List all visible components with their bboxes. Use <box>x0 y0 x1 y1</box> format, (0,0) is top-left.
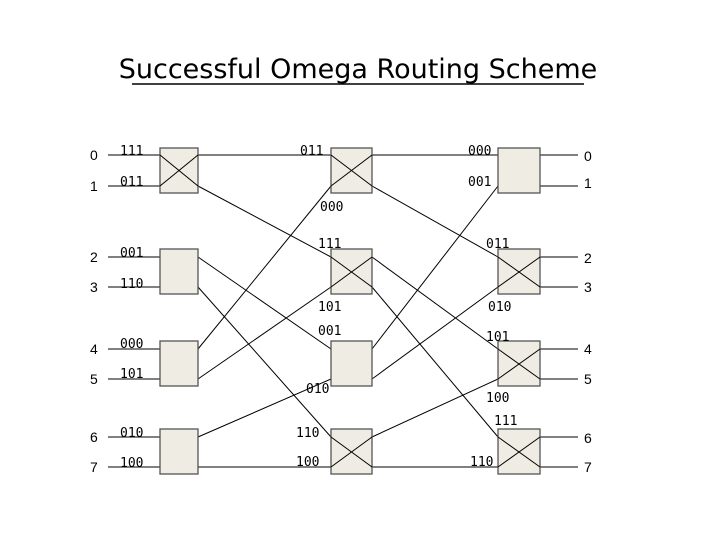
shuffle-1-wire-5 <box>197 286 332 380</box>
stage3-switch-0 <box>497 147 541 194</box>
input-port-4: 4 <box>90 341 98 357</box>
input-port-0: 0 <box>90 147 98 163</box>
stage1-switch-2-box <box>159 340 199 387</box>
switch-boxes <box>159 147 541 475</box>
shuffle-2-wire-4 <box>371 185 499 350</box>
stage3-switch-2-cross-b <box>497 348 541 380</box>
stage3-switch-3-cross-b <box>497 436 541 468</box>
input-port-labels: 0 1 2 3 4 5 6 7 <box>90 147 98 475</box>
output-port-3: 3 <box>584 279 592 295</box>
stage1-switch-0-cross-b <box>159 154 199 187</box>
output-port-4: 4 <box>584 341 592 357</box>
stage3-switch-1-cross-b <box>497 256 541 288</box>
shuffle-2-wire-5 <box>371 286 499 380</box>
output-port-2: 2 <box>584 250 592 266</box>
stage3-address-2: 011 <box>486 237 509 252</box>
stage3-address-3: 010 <box>488 300 511 315</box>
stage3-address-4: 101 <box>486 330 509 345</box>
shuffle-wires <box>108 154 578 468</box>
stage2-address-2: 111 <box>318 237 341 252</box>
shuffle-2-wire-1 <box>371 185 499 258</box>
page-title: Successful Omega Routing Scheme <box>119 54 598 85</box>
stage1-switch-1 <box>159 248 199 295</box>
output-port-6: 6 <box>584 430 592 446</box>
stage3-address-1: 001 <box>468 175 491 190</box>
input-address-5: 101 <box>120 367 143 382</box>
input-address-labels: 111 011 001 110 000 101 010 100 <box>120 144 143 471</box>
input-port-2: 2 <box>90 249 98 265</box>
stage3-address-0: 000 <box>468 144 491 159</box>
stage2-switch-2 <box>330 340 373 387</box>
output-port-0: 0 <box>584 148 592 164</box>
stage3-switch-3 <box>497 428 541 475</box>
stage2-address-4: 001 <box>318 324 341 339</box>
input-port-7: 7 <box>90 459 98 475</box>
shuffle-2-wire-6 <box>371 378 499 438</box>
stage2-address-5: 010 <box>306 382 329 397</box>
stage3-address-7: 110 <box>470 455 493 470</box>
input-port-3: 3 <box>90 279 98 295</box>
stage2-address-labels: 011 000 111 101 001 010 110 100 <box>296 144 343 470</box>
stage3-switch-2 <box>497 340 541 387</box>
stage2-switch-1-cross-b <box>330 256 373 288</box>
stage2-switch-2-box <box>330 340 373 387</box>
output-port-5: 5 <box>584 371 592 387</box>
stage2-switch-3-cross-b <box>330 436 373 468</box>
stage2-switch-0-cross-b <box>330 154 373 187</box>
input-address-4: 000 <box>120 337 143 352</box>
shuffle-1-wire-4 <box>197 185 332 350</box>
stage1-switch-0 <box>159 147 199 194</box>
shuffle-1-wire-3 <box>197 286 332 438</box>
input-address-7: 100 <box>120 456 143 471</box>
stage2-address-6: 110 <box>296 426 319 441</box>
stage2-switch-1 <box>330 248 373 295</box>
stage3-address-5: 100 <box>486 391 509 406</box>
input-port-1: 1 <box>90 178 98 194</box>
stage2-address-3: 101 <box>318 300 341 315</box>
output-port-7: 7 <box>584 459 592 475</box>
shuffle-2-wire-3 <box>371 286 499 438</box>
stage1-switch-3 <box>159 428 199 475</box>
stage2-switch-0 <box>330 147 373 194</box>
input-address-0: 111 <box>120 144 143 159</box>
stage2-address-7: 100 <box>296 455 319 470</box>
output-port-labels: 0 1 2 3 4 5 6 7 <box>584 148 592 475</box>
stage1-switch-3-box <box>159 428 199 475</box>
input-port-6: 6 <box>90 429 98 445</box>
shuffle-1-wire-6 <box>197 378 332 438</box>
stage3-address-labels: 000 001 011 010 101 100 111 110 <box>468 144 517 470</box>
stage1-switch-2 <box>159 340 199 387</box>
input-address-1: 011 <box>120 175 143 190</box>
stage2-switch-3 <box>330 428 373 475</box>
stage2-address-0: 011 <box>300 144 323 159</box>
input-address-3: 110 <box>120 277 143 292</box>
input-address-6: 010 <box>120 426 143 441</box>
shuffle-2-wire-2 <box>371 256 499 350</box>
shuffle-1-wire-1 <box>197 185 332 258</box>
stage1-switch-1-box <box>159 248 199 295</box>
stage3-address-6: 111 <box>494 414 517 429</box>
input-address-2: 001 <box>120 246 143 261</box>
output-port-1: 1 <box>584 175 592 191</box>
shuffle-1-wire-2 <box>197 256 332 350</box>
stage2-address-1: 000 <box>320 200 343 215</box>
stage3-switch-1 <box>497 248 541 295</box>
stage3-switch-0-box <box>497 147 541 194</box>
input-port-5: 5 <box>90 371 98 387</box>
